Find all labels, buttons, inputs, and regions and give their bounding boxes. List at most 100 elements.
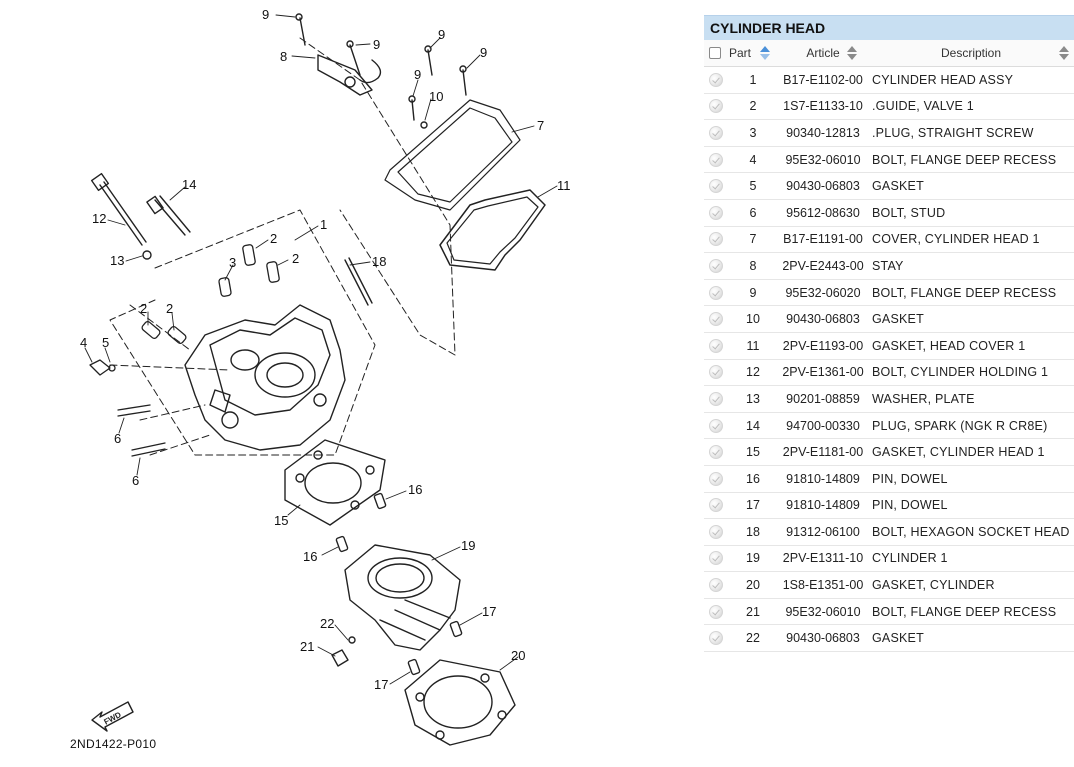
part-number: 2 — [749, 99, 757, 114]
callout-label: 6 — [114, 431, 122, 446]
table-row[interactable]: 10 90430-06803 GASKET — [704, 306, 1074, 333]
check-circle-icon[interactable] — [709, 604, 723, 619]
part-description: GASKET — [872, 312, 924, 327]
check-circle-icon[interactable] — [709, 578, 723, 593]
sort-both-icon[interactable] — [846, 45, 858, 61]
callout-label: 7 — [537, 118, 545, 133]
column-header-article[interactable]: Article — [778, 40, 868, 66]
check-circle-icon[interactable] — [709, 391, 723, 406]
check-circle-icon[interactable] — [709, 471, 723, 486]
article-code: 2PV-E1361-00 — [782, 365, 864, 380]
check-circle-icon[interactable] — [709, 365, 723, 380]
column-label-article: Article — [806, 46, 840, 60]
column-label-part: Part — [729, 46, 752, 60]
part-number: 16 — [746, 471, 760, 486]
part-description: BOLT, FLANGE DEEP RECESS — [872, 285, 1057, 300]
callout-label: 19 — [461, 538, 476, 553]
svg-text:FWD: FWD — [102, 710, 123, 727]
check-circle-icon[interactable] — [709, 498, 723, 513]
check-circle-icon[interactable] — [709, 179, 723, 194]
fwd-arrow-icon — [91, 701, 134, 732]
check-circle-icon[interactable] — [709, 524, 723, 539]
sort-ascending-icon[interactable] — [759, 45, 771, 61]
check-circle-icon[interactable] — [709, 152, 723, 167]
check-circle-icon[interactable] — [709, 445, 723, 460]
check-circle-icon[interactable] — [709, 285, 723, 300]
part-description: STAY — [872, 258, 904, 273]
check-circle-icon[interactable] — [709, 258, 723, 273]
article-code: B17-E1191-00 — [783, 232, 863, 247]
part-description: CYLINDER HEAD ASSY — [872, 72, 1014, 87]
check-circle-icon[interactable] — [709, 312, 723, 327]
article-code: 2PV-E1181-00 — [782, 445, 864, 460]
article-code: 90430-06803 — [786, 312, 860, 327]
callout-label: 10 — [429, 89, 444, 104]
table-row[interactable]: 13 90201-08859 WASHER, PLATE — [704, 386, 1074, 413]
part-number: 1 — [749, 72, 757, 87]
callout-label: 18 — [372, 254, 387, 269]
article-code: 2PV-E1193-00 — [782, 338, 864, 353]
article-code: 2PV-E2443-00 — [782, 258, 864, 273]
sort-both-icon[interactable] — [1058, 45, 1070, 61]
check-circle-icon[interactable] — [709, 72, 723, 87]
check-circle-icon[interactable] — [709, 631, 723, 646]
part-number: 13 — [746, 391, 760, 406]
article-code: 95E32-06010 — [785, 604, 861, 619]
check-circle-icon[interactable] — [709, 99, 723, 114]
check-circle-icon[interactable] — [709, 338, 723, 353]
check-circle-icon[interactable] — [709, 418, 723, 433]
part-description: CYLINDER 1 — [872, 551, 948, 566]
part-number: 11 — [746, 338, 760, 353]
select-all-checkbox[interactable] — [709, 47, 721, 59]
check-circle-icon[interactable] — [709, 205, 723, 220]
part-number: 21 — [746, 604, 760, 619]
callout-label: 17 — [374, 677, 389, 692]
column-header-part[interactable]: Part — [704, 40, 778, 66]
article-code: B17-E1102-00 — [783, 72, 863, 87]
article-code: 90201-08859 — [786, 391, 860, 406]
column-label-description: Description — [940, 46, 1002, 60]
panel-title: CYLINDER HEAD — [704, 15, 1074, 40]
column-header-description[interactable]: Description — [868, 40, 1074, 66]
callout-label: 9 — [480, 45, 488, 60]
check-circle-icon[interactable] — [709, 125, 723, 140]
part-description: BOLT, CYLINDER HOLDING 1 — [872, 365, 1049, 380]
article-code: 1S7-E1133-10 — [783, 99, 863, 114]
table-row[interactable]: 7 B17-E1191-00 COVER, CYLINDER HEAD 1 — [704, 227, 1074, 254]
part-description: COVER, CYLINDER HEAD 1 — [872, 232, 1040, 247]
table-row[interactable]: 1 B17-E1102-00 CYLINDER HEAD ASSY — [704, 67, 1074, 94]
diagram-drawing: FWD — [84, 13, 558, 746]
callout-label: 9 — [438, 27, 446, 42]
callout-label: 14 — [182, 177, 197, 192]
article-code: 94700-00330 — [786, 418, 860, 433]
part-number: 3 — [749, 125, 757, 140]
check-circle-icon[interactable] — [709, 232, 723, 247]
check-circle-icon[interactable] — [709, 551, 723, 566]
part-description: WASHER, PLATE — [872, 391, 975, 406]
part-number: 18 — [746, 524, 760, 539]
part-description: GASKET — [872, 631, 924, 646]
part-number: 7 — [749, 232, 757, 247]
callout-label: 16 — [408, 482, 423, 497]
part-number: 20 — [746, 578, 760, 593]
part-number: 10 — [746, 312, 760, 327]
callout-label: 2 — [270, 231, 278, 246]
